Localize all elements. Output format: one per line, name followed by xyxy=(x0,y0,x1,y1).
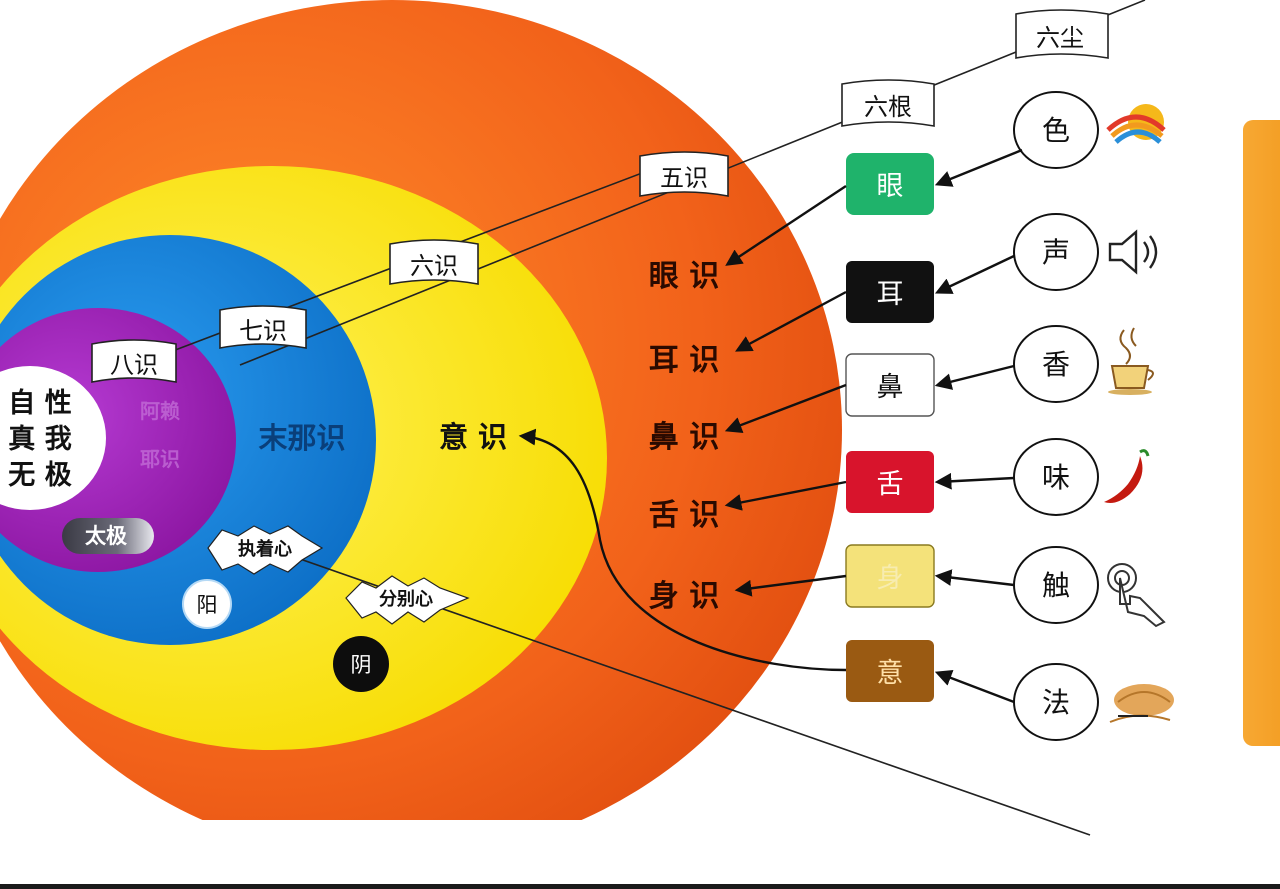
manas-label: 末那识 xyxy=(258,421,345,455)
root-eye: 眼 xyxy=(846,153,934,215)
root-tongue: 舌 xyxy=(846,451,934,513)
discrimination-badge: 分别心 xyxy=(345,575,470,625)
eye-consciousness-label: 眼 识 xyxy=(649,259,719,294)
discrimination-label: 分别心 xyxy=(379,589,433,610)
root-nose-label: 鼻 xyxy=(877,372,904,403)
root-ear: 耳 xyxy=(846,261,934,323)
dust-sound: 声 xyxy=(1013,213,1099,291)
dust-sound-label: 声 xyxy=(1042,236,1070,269)
dust-to-root-arrows xyxy=(934,148,1023,704)
root-mind-label: 意 xyxy=(877,658,904,689)
attachment-badge: 执着心 xyxy=(207,525,324,575)
white-core xyxy=(0,366,106,510)
core-text: 自 性 真 我 无 极 xyxy=(8,387,71,491)
yin-badge: 阴 xyxy=(333,636,389,692)
dust-dharma: 法 xyxy=(1013,663,1099,741)
banner-seventh-label: 七识 xyxy=(239,317,287,345)
ear-consciousness-label: 耳 识 xyxy=(649,343,719,378)
banner-eighth-label: 八识 xyxy=(110,351,158,379)
dust-dharma-label: 法 xyxy=(1042,686,1070,719)
sense-roots: 眼 耳 鼻 舌 身 意 xyxy=(845,153,935,702)
banner-six-roots-label: 六根 xyxy=(864,93,912,121)
speaker-icon xyxy=(1108,229,1158,275)
banner-five-consciousness-label: 五识 xyxy=(660,164,708,192)
dust-smell: 香 xyxy=(1013,325,1099,403)
banner-seventh: 七识 xyxy=(219,305,307,349)
alaya-label-line1: 阿赖 xyxy=(140,399,180,423)
root-tongue-label: 舌 xyxy=(877,469,904,500)
attachment-label: 执着心 xyxy=(238,538,292,560)
dust-touch-label: 触 xyxy=(1042,569,1070,602)
banner-six-consciousness-label: 六识 xyxy=(410,252,458,280)
nose-consciousness-label: 鼻 识 xyxy=(649,420,719,455)
root-mind: 意 xyxy=(846,640,934,702)
root-ear-label: 耳 xyxy=(877,279,904,310)
banner-six-roots: 六根 xyxy=(841,79,935,127)
tongue-consciousness-label: 舌 识 xyxy=(649,498,719,533)
mind-consciousness-label: 意 识 xyxy=(439,420,507,454)
yin-label: 阴 xyxy=(351,653,372,677)
body-consciousness-label: 身 识 xyxy=(649,579,719,614)
coffee-cup-icon xyxy=(1108,327,1154,395)
banner-eighth: 八识 xyxy=(91,339,177,383)
core-line-true-self: 真 我 xyxy=(8,424,71,455)
side-panel xyxy=(1243,120,1280,746)
banner-six-consciousness: 六识 xyxy=(389,239,479,285)
dust-taste-label: 味 xyxy=(1042,461,1070,494)
banner-six-dusts-label: 六尘 xyxy=(1036,24,1084,52)
banner-six-dusts: 六尘 xyxy=(1015,9,1109,59)
taiji-pill: 太极 xyxy=(62,518,154,554)
yang-label: 阳 xyxy=(197,593,218,617)
brain-icon xyxy=(1109,684,1174,723)
root-nose: 鼻 xyxy=(845,353,935,417)
touch-hand-icon xyxy=(1107,563,1166,628)
dust-form: 色 xyxy=(1013,91,1099,169)
root-body: 身 xyxy=(845,544,935,608)
rainbow-sun-icon xyxy=(1106,104,1166,144)
five-consciousness-list: 眼 识 耳 识 鼻 识 舌 识 身 识 xyxy=(649,259,719,614)
core-line-wuji: 无 极 xyxy=(8,460,71,491)
taiji-label: 太极 xyxy=(85,524,128,548)
banner-five-consciousness: 五识 xyxy=(639,151,729,197)
core-line-self-nature: 自 性 xyxy=(8,387,71,419)
alaya-label-line2: 耶识 xyxy=(140,447,180,471)
six-dusts: 色 声 香 味 触 法 xyxy=(1013,91,1099,741)
root-body-label: 身 xyxy=(877,563,904,594)
banner-flags: 六尘 六根 五识 六识 七识 八识 xyxy=(91,9,1109,383)
dust-smell-label: 香 xyxy=(1042,348,1070,381)
alaya-label: 阿赖 耶识 xyxy=(140,399,180,471)
root-eye-label: 眼 xyxy=(877,171,904,202)
bottom-bar xyxy=(0,884,1280,889)
yang-badge: 阳 xyxy=(182,579,232,629)
root-to-consciousness-arrows xyxy=(518,184,847,672)
dust-taste: 味 xyxy=(1013,438,1099,516)
chili-pepper-icon xyxy=(1104,449,1150,503)
dust-touch: 触 xyxy=(1013,546,1099,624)
dust-form-label: 色 xyxy=(1042,114,1070,147)
